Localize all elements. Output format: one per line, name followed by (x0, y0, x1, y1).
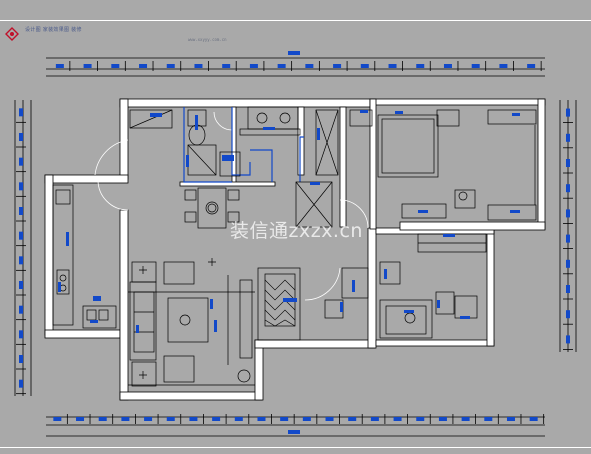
furniture (52, 106, 537, 387)
dimension-ticks-left (16, 108, 26, 395)
dimension-tick (249, 64, 258, 68)
logo-text: 设计图 家装效果图 装修 (25, 27, 82, 33)
bathroom-outline (183, 107, 304, 183)
dimension-tick (19, 207, 23, 215)
dimension-tick (461, 417, 470, 421)
dimension-tick (19, 256, 23, 265)
dimension-tick (416, 417, 425, 421)
overall-dimension-tick (288, 430, 300, 434)
dimension-tick (19, 281, 23, 289)
dimension-tick (325, 417, 334, 421)
dimension-tick (19, 182, 23, 191)
logo-url: www.xxyyy.com.cn (188, 37, 227, 42)
dimension-tick (443, 64, 452, 68)
dimension-tick (19, 133, 23, 141)
dimension-tick (370, 417, 379, 421)
dimension-tick (19, 330, 23, 339)
logo-icon (5, 27, 19, 41)
overall-dimension-tick (288, 51, 300, 55)
dimension-tick (416, 64, 425, 68)
dimension-tick (76, 417, 85, 421)
dimension-tick (499, 64, 508, 68)
dimension-tick (506, 417, 515, 421)
dimension-tick (19, 355, 23, 363)
dimension-tick (566, 184, 570, 193)
door-swings (94, 111, 369, 301)
dimension-tick (529, 417, 538, 421)
dimension-ticks-right (563, 108, 573, 350)
dimension-tick (484, 417, 493, 421)
dimension-tick (333, 64, 342, 68)
dimension-tick (393, 417, 402, 421)
dimension-tick (19, 231, 23, 240)
dimension-tick (277, 64, 286, 68)
dimension-tick (566, 259, 570, 268)
dimension-tick (189, 417, 198, 421)
dimension-tick (566, 209, 570, 218)
dimension-tick (566, 310, 570, 319)
dimension-tick (121, 417, 130, 421)
dimension-tick (566, 335, 570, 344)
dimension-tick (194, 64, 203, 68)
dimension-tick (222, 64, 231, 68)
dimension-tick (19, 108, 23, 117)
watermark: 装信通zxzx.cn (230, 220, 363, 242)
dimension-tick (471, 64, 480, 68)
dimension-tick (144, 417, 153, 421)
dimension-tick (566, 108, 570, 117)
dimension-tick (302, 417, 311, 421)
dimension-tick (388, 64, 397, 68)
dimension-ticks-bottom (53, 414, 545, 434)
dimension-tick (360, 64, 369, 68)
dimension-tick (438, 417, 447, 421)
dimension-tick (19, 379, 23, 388)
dimension-tick (55, 64, 64, 68)
dimension-tick (83, 64, 92, 68)
dimension-tick (212, 417, 221, 421)
viewport-frame (0, 20, 591, 448)
dimension-tick (280, 417, 289, 421)
rug-hatch (264, 279, 296, 327)
plant-icons (139, 191, 468, 379)
dimension-tick (53, 417, 62, 421)
dimension-tick (139, 64, 148, 68)
dimension-tick (527, 64, 536, 68)
dimension-tick (234, 417, 243, 421)
dimension-tick (566, 234, 570, 243)
dimension-tick (257, 417, 266, 421)
dimension-tick (566, 159, 570, 167)
walls (44, 98, 546, 401)
dimension-tick (305, 64, 314, 68)
dimension-tick (348, 417, 357, 421)
blue-fixtures (58, 110, 520, 333)
dimension-tick (19, 157, 23, 166)
logo-area: 设计图 家装效果图 装修 (2, 26, 82, 33)
dimension-tick (566, 133, 570, 142)
dimension-tick (98, 417, 107, 421)
dimension-tick (111, 64, 120, 68)
dimension-tick (566, 285, 570, 293)
dimension-tick (166, 64, 175, 68)
dimension-tick (19, 305, 23, 314)
dimension-ticks-top (55, 51, 542, 71)
dimension-tick (166, 417, 175, 421)
